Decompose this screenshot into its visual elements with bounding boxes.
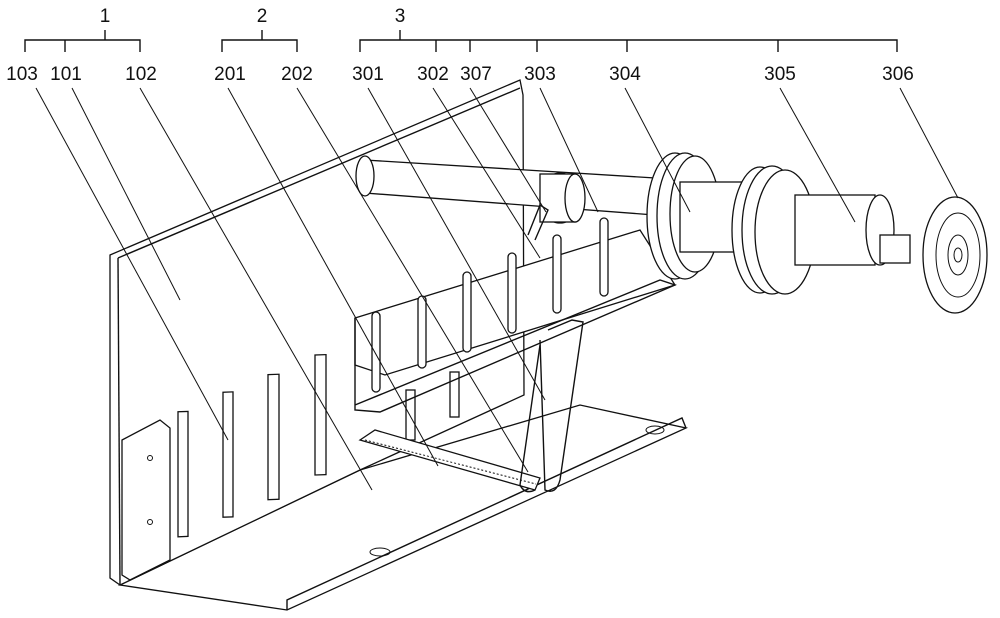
part-label-101: 101 [50,64,82,85]
part-label-201: 201 [214,64,246,85]
group-label-3: 3 [395,6,406,27]
group-label-1: 1 [100,6,111,27]
part-label-301: 301 [352,64,384,85]
part-label-302: 302 [417,64,449,85]
leader-lines [35,87,959,491]
part-label-306: 306 [882,64,914,85]
group-bracket-1 [24,30,141,52]
group-bracket-3 [359,30,898,52]
part-label-305: 305 [764,64,796,85]
group-bracket-2 [221,30,298,52]
group-label-2: 2 [257,6,268,27]
part-label-307: 307 [460,64,492,85]
part-label-102: 102 [125,64,157,85]
part-label-103: 103 [6,64,38,85]
part-label-202: 202 [281,64,313,85]
shaft-assembly [355,152,988,314]
part-label-304: 304 [609,64,641,85]
vertical-plate [109,79,525,586]
part-label-303: 303 [524,64,556,85]
